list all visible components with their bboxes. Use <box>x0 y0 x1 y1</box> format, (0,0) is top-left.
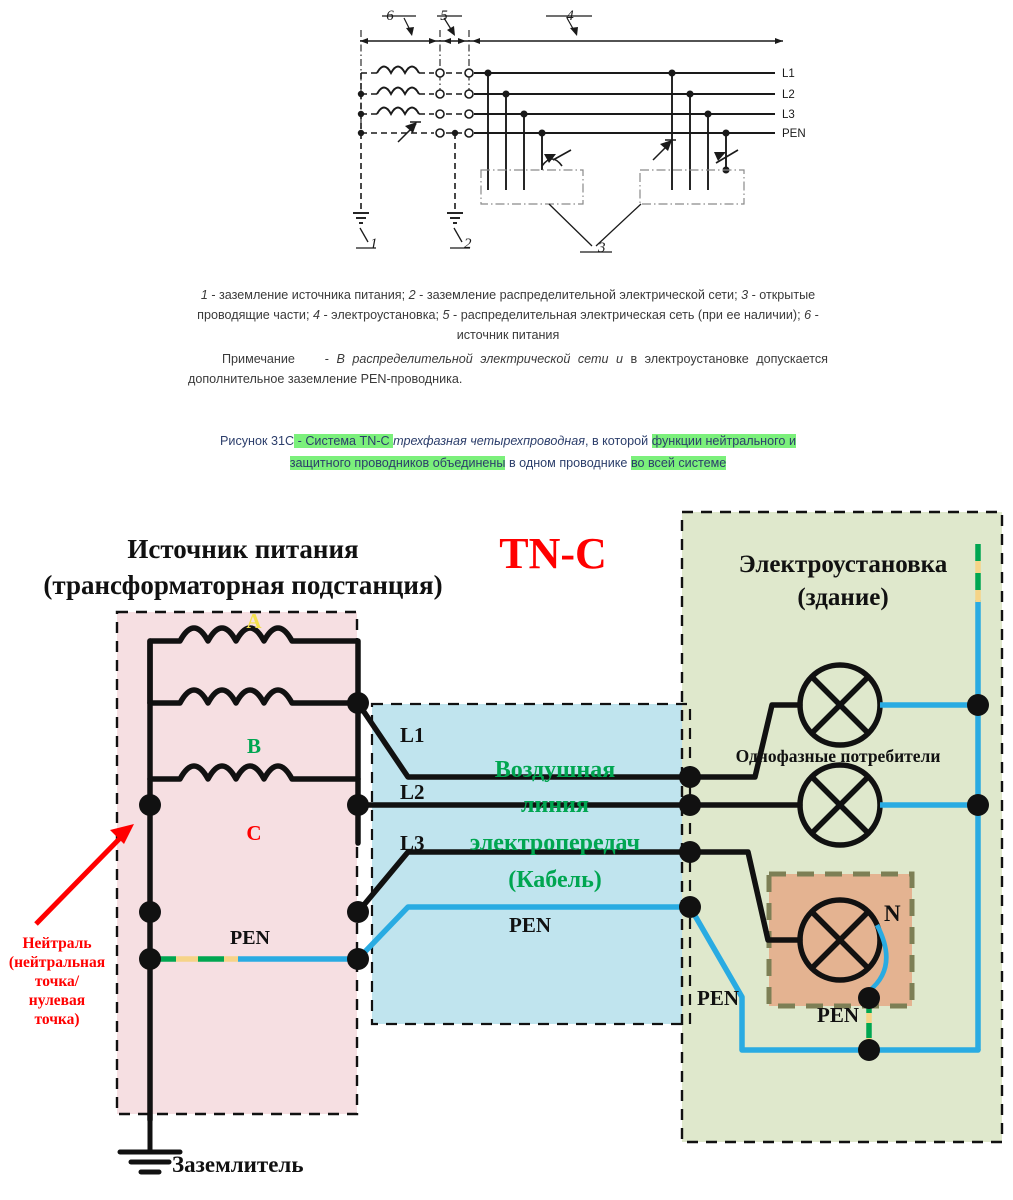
line-pen-label: PEN <box>509 913 551 937</box>
neutral-note-line-5: точка) <box>34 1011 79 1028</box>
gost-bus-label-l1: L1 <box>782 68 795 80</box>
neutral-note-line-2: (нейтральная <box>9 954 105 971</box>
gost-bus-label-l3: L3 <box>782 109 795 121</box>
earth-electrode-label: Заземлитель <box>172 1152 304 1177</box>
installation-panel <box>682 512 1002 1142</box>
note-dash: - <box>324 352 329 366</box>
system-title: TN-C <box>499 529 607 578</box>
legend-num-6: 6 <box>804 307 812 322</box>
figure-caption: Рисунок 31С - Система TN-C трехфазная че… <box>188 430 828 474</box>
source-panel <box>117 612 357 1114</box>
legend-text-2: - заземление распределительной электриче… <box>415 288 742 302</box>
neutral-callout-arrow <box>34 824 134 926</box>
neutral-note: Нейтраль (нейтральная точка/ нулевая точ… <box>9 935 105 1028</box>
gost-earth-label-2: 2 <box>464 236 472 252</box>
winding-label-a: A <box>246 609 262 633</box>
gost-bus-label-l2: L2 <box>782 89 795 101</box>
source-title-line-1: Источник питания <box>127 534 358 564</box>
line-title: Воздушная линия электропередач (Кабель) <box>470 757 640 893</box>
installation-panel-border <box>680 510 1004 1144</box>
line-label-l1: L1 <box>400 723 425 747</box>
figure-caption-mid: , в которой <box>584 434 652 448</box>
winding-label-c: C <box>246 821 261 845</box>
loads-label: Однофазные потребители <box>736 746 941 766</box>
gost-span-label-6: 6 <box>386 8 394 24</box>
legend-num-5: 5 <box>442 307 450 322</box>
legend-caption: 1 - заземление источника питания; 2 - за… <box>188 286 828 346</box>
legend-text-6: - источник питания <box>456 307 819 342</box>
note-italic-part: В распределительной электрической сети и <box>336 352 623 366</box>
figure-caption-prefix: Рисунок 31С <box>220 434 295 448</box>
gost-parts-label-3: 3 <box>597 240 606 256</box>
figure-caption-italic: трехфазная четырехпроводная <box>393 434 585 448</box>
legend-text-4: - электроустановка; <box>319 307 443 322</box>
legend-num-3: 3 <box>741 288 749 302</box>
legend-num-2: 2 <box>408 288 416 302</box>
tnc-main-diagram: A B C PEN Заземлитель L1 <box>0 500 1013 1200</box>
legend-num-1: 1 <box>200 288 208 302</box>
gost-earth-label-1: 1 <box>370 236 378 252</box>
installation-pen-label-left: PEN <box>697 986 739 1010</box>
line-panel <box>372 704 690 1024</box>
earth-electrode <box>117 1117 183 1175</box>
figure-caption-system: - Система TN-C <box>294 434 394 448</box>
line-pen-conductor <box>355 904 693 962</box>
source-panel-border <box>115 610 359 1116</box>
load-lamp-3 <box>687 849 889 993</box>
load-lamp-2 <box>687 762 978 848</box>
note-caption: Примечание - В распределительной электри… <box>188 350 828 390</box>
figure-caption-mid2: в одном проводнике <box>505 456 631 471</box>
line-title-line-1: Воздушная <box>495 757 615 783</box>
legend-text-3: - открытые проводящие части; <box>197 288 816 322</box>
gost-bus-label-pen: PEN <box>782 128 806 140</box>
phase-conductors <box>355 700 693 915</box>
line-label-l2: L2 <box>400 780 425 804</box>
transformer-windings <box>147 625 361 1123</box>
winding-label-b: B <box>247 734 261 758</box>
line-title-line-3: электропередач <box>470 830 640 856</box>
neutral-note-line-1: Нейтраль <box>22 935 91 952</box>
legend-text-1: - заземление источника питания; <box>207 288 409 302</box>
legend-num-4: 4 <box>312 307 320 322</box>
gost-schematic-figure: 6 5 4 1 2 3 L1 L2 L3 PEN <box>0 0 1013 265</box>
note-label: Примечание <box>222 352 295 366</box>
installation-title-line-2: (здание) <box>797 584 888 611</box>
legend-text-5: - распределительная электрическая сеть (… <box>449 307 805 322</box>
line-label-l3: L3 <box>400 831 425 855</box>
gost-span-label-5: 5 <box>440 8 448 24</box>
line-title-line-4: (Кабель) <box>508 867 602 893</box>
junction-nodes <box>139 692 989 1061</box>
neutral-note-line-3: точка/ <box>35 973 80 990</box>
note-rest: в электроустановке допускается дополните… <box>188 352 828 386</box>
installation-pen-label-box: PEN <box>817 1003 859 1027</box>
n-label: N <box>884 901 901 926</box>
installation-title-line-1: Электроустановка <box>739 551 948 578</box>
source-pen-label: PEN <box>230 927 271 949</box>
line-panel-border <box>370 702 692 1026</box>
source-title-line-2: (трансформаторная подстанция) <box>43 570 442 600</box>
load-lamp-1 <box>687 662 978 780</box>
gost-span-label-4: 4 <box>566 8 574 24</box>
line-title-line-2: линия <box>521 792 589 818</box>
figure-caption-highlight-3: во всей системе <box>630 456 727 471</box>
neutral-note-line-4: нулевая <box>29 992 85 1009</box>
